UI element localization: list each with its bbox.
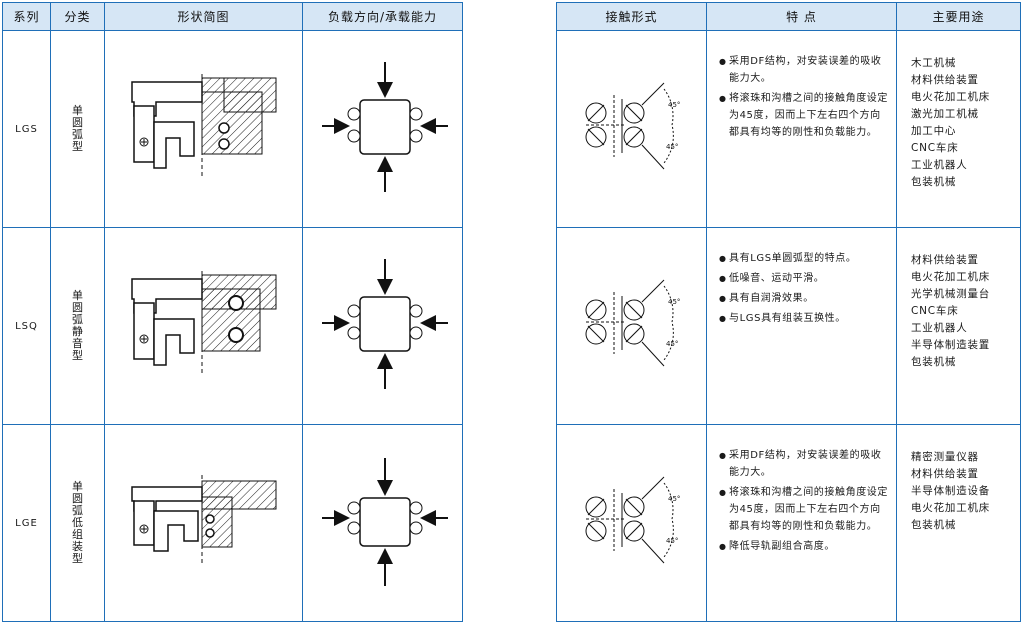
shape-diagram-lgs	[130, 74, 276, 176]
table-row: 45° 45° 采用DF结构，对安装误差的吸收能力大。 将滚珠和沟槽之间的接触角…	[556, 424, 1021, 622]
header-series: 系列	[2, 2, 51, 31]
table-row: LGE 单圆弧低组装型	[2, 424, 463, 622]
list-item: 采用DF结构，对安装误差的吸收能力大。	[719, 447, 888, 481]
features-cell: 采用DF结构，对安装误差的吸收能力大。 将滚珠和沟槽之间的接触角度设定为45度，…	[706, 30, 897, 228]
feature-list: 采用DF结构，对安装误差的吸收能力大。 将滚珠和沟槽之间的接触角度设定为45度，…	[707, 425, 896, 555]
use-list: 材料供给装置 电火花加工机床 光学机械测量台 CNC车床 工业机器人 半导体制造…	[897, 228, 1020, 371]
list-item: 半导体制造设备	[911, 485, 991, 497]
list-item: 电火花加工机床	[911, 271, 991, 283]
header-contact-type: 接触形式	[556, 2, 707, 31]
list-item: 半导体制造装置	[911, 339, 991, 351]
series-cell: LGS	[2, 30, 51, 228]
contact-angle-label: 45°	[666, 537, 678, 545]
list-item: 工业机器人	[911, 322, 968, 334]
list-item: 电火花加工机床	[911, 91, 991, 103]
list-item: 具有自润滑效果。	[719, 290, 888, 307]
list-item: 将滚珠和沟槽之间的接触角度设定为45度，因而上下左右四个方向都具有均等的刚性和负…	[719, 484, 888, 535]
shape-diagram-lge	[130, 475, 276, 565]
list-item: 材料供给装置	[911, 74, 979, 86]
list-item: 工业机器人	[911, 159, 968, 171]
load-direction-diagram-lgs	[321, 62, 448, 192]
left-table: 系列 分类 形状简图 负载方向/承载能力 LGS 单圆弧型	[2, 2, 463, 622]
list-item: CNC车床	[911, 305, 959, 317]
header-main-uses: 主要用途	[896, 2, 1021, 31]
contact-angle-label: 45°	[668, 495, 680, 503]
load-direction-diagram-lge	[321, 458, 448, 586]
feature-list: 具有LGS单圆弧型的特点。 低噪音、运动平滑。 具有自润滑效果。 与LGS具有组…	[707, 228, 896, 327]
features-cell: 具有LGS单圆弧型的特点。 低噪音、运动平滑。 具有自润滑效果。 与LGS具有组…	[706, 227, 897, 425]
series-cell: LSQ	[2, 227, 51, 425]
uses-cell: 木工机械 材料供给装置 电火花加工机床 激光加工机械 加工中心 CNC车床 工业…	[896, 30, 1021, 228]
contact-diagram-lgs: 45° 45°	[585, 82, 680, 170]
list-item: 精密测量仪器	[911, 451, 979, 463]
list-item: 与LGS具有组装互换性。	[719, 310, 888, 327]
list-item: 激光加工机械	[911, 108, 979, 120]
table-row: 45° 45° 采用DF结构，对安装误差的吸收能力大。 将滚珠和沟槽之间的接触角…	[556, 30, 1021, 228]
category-label: 单圆弧低组装型	[72, 479, 83, 565]
contact-angle-label: 45°	[666, 143, 678, 151]
right-header-row: 接触形式 特 点 主要用途	[556, 2, 1021, 31]
list-item: CNC车床	[911, 142, 959, 154]
list-item: 包装机械	[911, 176, 957, 188]
uses-cell: 材料供给装置 电火花加工机床 光学机械测量台 CNC车床 工业机器人 半导体制造…	[896, 227, 1021, 425]
feature-list: 采用DF结构，对安装误差的吸收能力大。 将滚珠和沟槽之间的接触角度设定为45度，…	[707, 31, 896, 141]
list-item: 光学机械测量台	[911, 288, 991, 300]
right-table: 接触形式 特 点 主要用途 45° 45°	[556, 2, 1021, 622]
category-label: 单圆弧型	[72, 103, 83, 153]
header-features: 特 点	[706, 2, 897, 31]
header-load-direction: 负载方向/承载能力	[302, 2, 463, 31]
uses-cell: 精密测量仪器 材料供给装置 半导体制造设备 电火花加工机床 包装机械	[896, 424, 1021, 622]
contact-angle-label: 45°	[668, 298, 680, 306]
use-list: 精密测量仪器 材料供给装置 半导体制造设备 电火花加工机床 包装机械	[897, 425, 1020, 534]
list-item: 加工中心	[911, 125, 957, 137]
use-list: 木工机械 材料供给装置 电火花加工机床 激光加工机械 加工中心 CNC车床 工业…	[897, 31, 1020, 191]
contact-diagram-lge: 45° 45°	[585, 476, 680, 564]
list-item: 包装机械	[911, 356, 957, 368]
list-item: 材料供给装置	[911, 468, 979, 480]
list-item: 包装机械	[911, 519, 957, 531]
list-item: 材料供给装置	[911, 254, 979, 266]
contact-angle-label: 45°	[668, 101, 680, 109]
features-cell: 采用DF结构，对安装误差的吸收能力大。 将滚珠和沟槽之间的接触角度设定为45度，…	[706, 424, 897, 622]
contact-angle-label: 45°	[666, 340, 678, 348]
contact-diagram-lsq: 45° 45°	[585, 279, 680, 367]
list-item: 具有LGS单圆弧型的特点。	[719, 250, 888, 267]
list-item: 电火花加工机床	[911, 502, 991, 514]
table-row: LGS 单圆弧型	[2, 30, 463, 228]
left-header-row: 系列 分类 形状简图 负载方向/承载能力	[2, 2, 463, 31]
table-row: 45° 45° 具有LGS单圆弧型的特点。 低噪音、运动平滑。 具有自润滑效果。…	[556, 227, 1021, 425]
header-category: 分类	[50, 2, 105, 31]
load-direction-diagram-lsq	[321, 259, 448, 389]
list-item: 采用DF结构，对安装误差的吸收能力大。	[719, 53, 888, 87]
table-row: LSQ 单圆弧静音型	[2, 227, 463, 425]
category-label: 单圆弧静音型	[72, 288, 83, 362]
header-shape: 形状简图	[104, 2, 303, 31]
list-item: 低噪音、运动平滑。	[719, 270, 888, 287]
list-item: 将滚珠和沟槽之间的接触角度设定为45度，因而上下左右四个方向都具有均等的刚性和负…	[719, 90, 888, 141]
shape-diagram-lsq	[130, 271, 276, 373]
list-item: 降低导轨副组合高度。	[719, 538, 888, 555]
list-item: 木工机械	[911, 57, 957, 69]
